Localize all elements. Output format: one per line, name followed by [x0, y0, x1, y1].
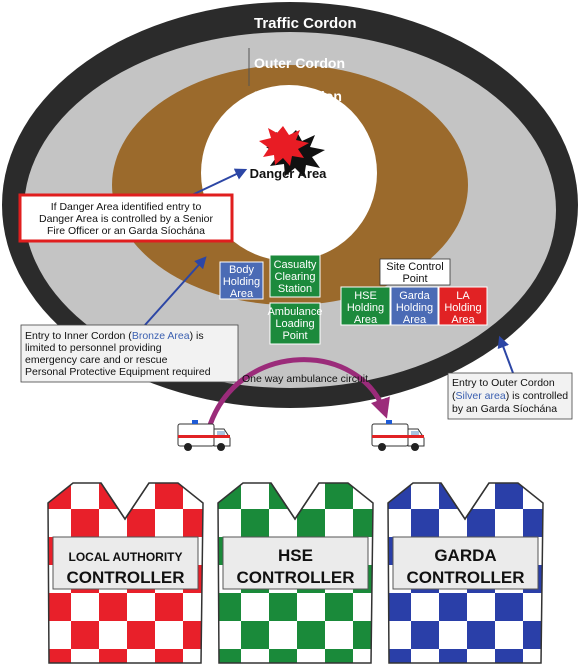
svg-text:(Silver area) is controlled: (Silver area) is controlled — [452, 390, 568, 402]
svg-text:Body: Body — [229, 264, 255, 276]
outer-note-arrow — [497, 335, 514, 374]
traffic-cordon-label: Traffic Cordon — [254, 15, 357, 32]
svg-text:limited to personnel providing: limited to personnel providing — [25, 342, 162, 354]
ambulance-icon-left — [177, 420, 231, 451]
garda-controller-line2: CONTROLLER — [406, 568, 524, 587]
svg-text:Entry to Outer Cordon: Entry to Outer Cordon — [452, 377, 555, 389]
circuit-label: One way ambulance circuit — [242, 373, 368, 385]
ambulance-loading-point: Ambulance Loading Point — [267, 302, 323, 345]
inner-cordon-note: Entry to Inner Cordon (Bronze Area) is l… — [20, 324, 239, 383]
local-authority-controller-line1: LOCAL AUTHORITY — [69, 550, 183, 564]
garda-controller-vest: GARDA CONTROLLER — [387, 482, 544, 664]
garda-holding-area: Garda Holding Area — [390, 286, 439, 326]
svg-text:Area: Area — [451, 314, 475, 326]
svg-text:Fire Officer or an Garda Síoch: Fire Officer or an Garda Síochána — [47, 225, 205, 237]
danger-area-circle — [201, 85, 377, 261]
casualty-clearing-station: Casualty Clearing Station — [269, 254, 321, 298]
explosion-icon — [259, 126, 325, 177]
ambulance-icon-right — [371, 420, 425, 451]
hse-controller-vest: HSE CONTROLLER — [217, 482, 374, 664]
body-holding-area: Body Holding Area — [219, 261, 264, 300]
svg-text:Site Control: Site Control — [386, 261, 443, 273]
hse-controller-line2: CONTROLLER — [236, 568, 354, 587]
svg-text:Station: Station — [278, 283, 312, 295]
svg-text:Danger Area is controlled by a: Danger Area is controlled by a Senior — [39, 213, 213, 225]
svg-text:Area: Area — [354, 314, 378, 326]
local-authority-controller-label-band — [52, 536, 199, 590]
svg-text:by an Garda Síochána: by an Garda Síochána — [452, 403, 557, 415]
svg-text:Holding: Holding — [396, 302, 433, 314]
svg-text:LA: LA — [456, 290, 470, 302]
inner-note-arrow — [144, 256, 207, 326]
svg-text:Point: Point — [282, 330, 307, 342]
svg-text:Holding: Holding — [223, 276, 260, 288]
garda-controller-line1: GARDA — [434, 546, 496, 565]
inner-cordon-label: Inner Cordon — [254, 88, 342, 104]
svg-text:Ambulance: Ambulance — [267, 306, 322, 318]
svg-text:Holding: Holding — [347, 302, 384, 314]
svg-text:Holding: Holding — [444, 302, 481, 314]
svg-text:Area: Area — [230, 288, 254, 300]
local-authority-controller-line2: CONTROLLER — [66, 568, 184, 587]
svg-text:Loading: Loading — [275, 318, 314, 330]
svg-text:Personal Protective Equipment: Personal Protective Equipment required — [25, 366, 211, 378]
one-way-circuit-arrow — [207, 357, 390, 426]
hse-controller-label-band — [222, 536, 369, 590]
danger-area-label: Danger Area — [250, 166, 328, 181]
svg-text:Entry to Inner Cordon (Bronze: Entry to Inner Cordon (Bronze Area) is — [25, 330, 204, 342]
local-authority-controller-vest: LOCAL AUTHORITY CONTROLLER — [47, 482, 204, 664]
danger-area-note: If Danger Area identified entry to Dange… — [18, 193, 234, 243]
svg-text:Casualty: Casualty — [274, 259, 317, 271]
svg-text:HSE: HSE — [354, 290, 377, 302]
svg-text:emergency care and or rescue: emergency care and or rescue — [25, 354, 168, 366]
hse-controller-line1: HSE — [278, 546, 313, 565]
svg-text:Area: Area — [403, 314, 427, 326]
hse-holding-area: HSE Holding Area — [340, 286, 391, 326]
outer-cordon-label: Outer Cordon — [254, 55, 345, 71]
outer-cordon-note: Entry to Outer Cordon (Silver area) is c… — [447, 372, 573, 420]
la-holding-area: LA Holding Area — [438, 286, 488, 326]
svg-text:If Danger Area identified entr: If Danger Area identified entry to — [51, 201, 202, 213]
site-control-point: Site Control Point — [379, 258, 451, 286]
svg-text:Garda: Garda — [399, 290, 430, 302]
svg-text:Clearing: Clearing — [275, 271, 316, 283]
svg-text:Point: Point — [402, 273, 427, 285]
garda-controller-label-band — [392, 536, 539, 590]
